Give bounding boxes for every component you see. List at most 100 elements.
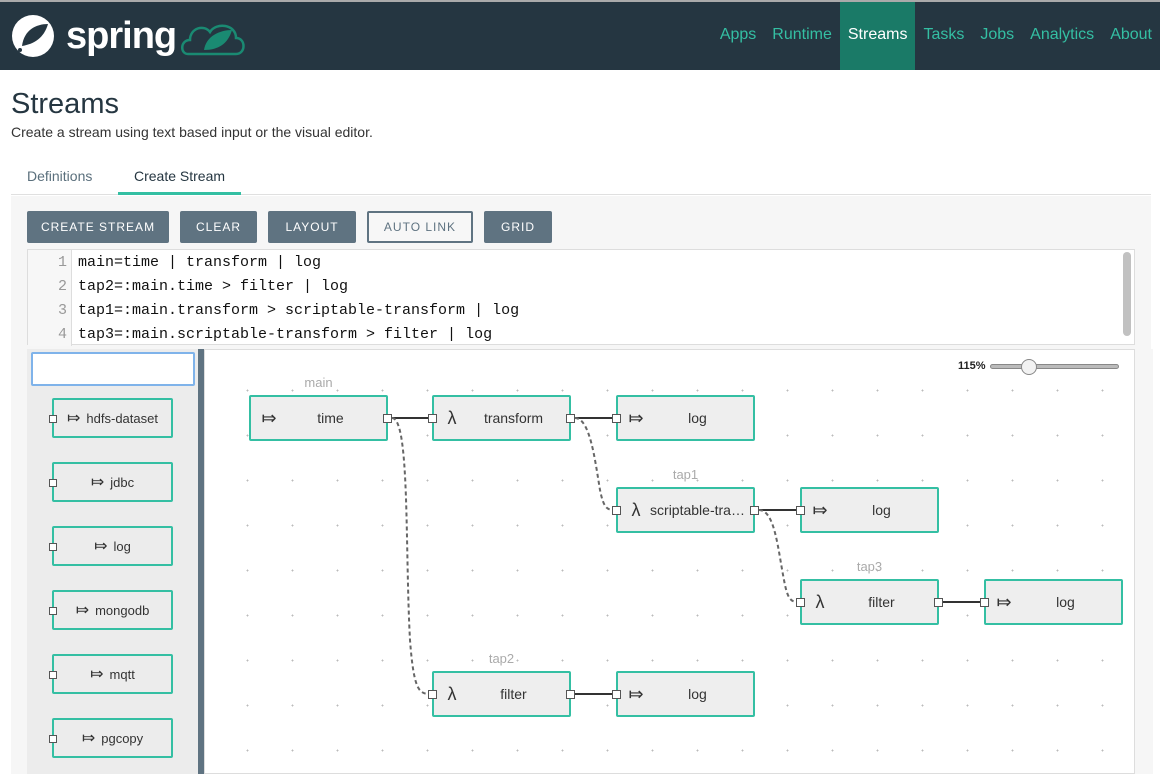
auto-link-button[interactable]: AUTO LINK bbox=[367, 211, 473, 243]
line-number: 2 bbox=[28, 274, 72, 298]
input-port[interactable] bbox=[612, 690, 621, 699]
node-label: time bbox=[317, 410, 344, 426]
palette-item-label: mongodb bbox=[95, 602, 150, 618]
create-stream-button[interactable]: CREATE STREAM bbox=[27, 211, 169, 243]
sink-icon: ⤇ bbox=[75, 602, 90, 619]
page-subtitle: Create a stream using text based input o… bbox=[11, 124, 373, 140]
nav-streams[interactable]: Streams bbox=[839, 2, 916, 70]
grid-button[interactable]: GRID bbox=[484, 211, 552, 243]
palette-item-label: log bbox=[113, 538, 131, 554]
node-log2[interactable]: ⤇ log bbox=[796, 487, 939, 533]
nav-apps[interactable]: Apps bbox=[719, 26, 757, 43]
port bbox=[49, 479, 57, 487]
page-title: Streams bbox=[11, 88, 119, 120]
palette-search-input[interactable] bbox=[31, 352, 195, 386]
sink-icon: ⤇ bbox=[94, 538, 108, 555]
node-log3[interactable]: ⤇ log bbox=[980, 579, 1123, 625]
sink-icon: ⤇ bbox=[996, 591, 1012, 612]
tab-definitions[interactable]: Definitions bbox=[27, 168, 93, 184]
line-number: 4 bbox=[28, 322, 72, 346]
line-number: 3 bbox=[28, 298, 72, 322]
code-line[interactable]: tap2=:main.time > filter | log bbox=[78, 278, 349, 295]
tab-create-stream[interactable]: Create Stream bbox=[118, 168, 242, 195]
node-label: scriptable-tra… bbox=[650, 502, 745, 518]
spring-leaf-icon bbox=[12, 15, 54, 57]
input-port[interactable] bbox=[980, 598, 989, 607]
output-port[interactable] bbox=[383, 414, 392, 423]
cloud-dataflow-icon bbox=[181, 24, 245, 56]
palette-item-label: jdbc bbox=[110, 474, 135, 490]
output-port[interactable] bbox=[750, 506, 759, 515]
port bbox=[49, 671, 57, 679]
node-scriptable[interactable]: λ scriptable-tra… bbox=[612, 487, 759, 533]
sink-icon: ⤇ bbox=[628, 683, 644, 704]
node-label: filter bbox=[868, 594, 895, 610]
palette-item-pgcopy[interactable]: ⤇pgcopy bbox=[49, 718, 173, 758]
zoom-label: 115% bbox=[958, 360, 986, 372]
line-number: 1 bbox=[28, 250, 72, 274]
port bbox=[49, 735, 57, 743]
stream-name-label: tap2 bbox=[488, 651, 515, 666]
lambda-icon: λ bbox=[447, 407, 457, 428]
code-line[interactable]: tap1=:main.transform > scriptable-transf… bbox=[78, 302, 520, 319]
palette-item-mongodb[interactable]: ⤇ mongodb bbox=[49, 590, 173, 630]
port bbox=[49, 543, 57, 551]
top-nav: spring Apps Runtime Streams Tasks Jobs A… bbox=[0, 0, 1160, 70]
palette-item-log[interactable]: ⤇ log bbox=[49, 526, 173, 566]
input-port[interactable] bbox=[612, 506, 621, 515]
input-port[interactable] bbox=[796, 506, 805, 515]
nav-tasks[interactable]: Tasks bbox=[923, 26, 965, 43]
port bbox=[49, 607, 57, 615]
input-port[interactable] bbox=[428, 414, 437, 423]
palette-item-hdfs-dataset[interactable]: ⤇ hdfs-dataset bbox=[49, 398, 173, 438]
layout-button[interactable]: LAYOUT bbox=[268, 211, 356, 243]
palette-item-label: hdfs-dataset bbox=[86, 410, 158, 426]
output-port[interactable] bbox=[566, 690, 575, 699]
sink-icon: ⤇ bbox=[812, 499, 828, 520]
editor-scrollbar[interactable] bbox=[1123, 252, 1131, 336]
node-log1[interactable]: ⤇log bbox=[612, 395, 755, 441]
output-port[interactable] bbox=[566, 414, 575, 423]
nav-analytics[interactable]: Analytics bbox=[1030, 26, 1095, 43]
nav-jobs[interactable]: Jobs bbox=[980, 26, 1015, 43]
stream-name-label: main bbox=[304, 375, 333, 390]
input-port[interactable] bbox=[796, 598, 805, 607]
node-label: log bbox=[872, 502, 891, 518]
palette-splitter[interactable] bbox=[198, 349, 204, 774]
zoom-slider-handle[interactable] bbox=[1021, 359, 1037, 375]
output-port[interactable] bbox=[934, 598, 943, 607]
sink-icon: ⤇ bbox=[90, 666, 104, 683]
stream-dsl-editor[interactable]: 1 main=time | transform | log 2 tap2=:main… bbox=[27, 249, 1135, 346]
input-port[interactable] bbox=[612, 414, 621, 423]
node-filter3[interactable]: λ filter bbox=[796, 579, 943, 625]
code-line[interactable]: main=time | transform | log bbox=[78, 254, 322, 271]
input-port[interactable] bbox=[428, 690, 437, 699]
spring-logo[interactable]: spring bbox=[10, 12, 246, 60]
node-label: log bbox=[1056, 594, 1075, 610]
palette-item-label: pgcopy bbox=[101, 730, 144, 746]
node-label: transform bbox=[483, 410, 544, 426]
clear-button[interactable]: CLEAR bbox=[180, 211, 257, 243]
node-time[interactable]: ⤇time bbox=[249, 395, 392, 441]
port bbox=[49, 415, 57, 423]
sink-icon: ⤇ bbox=[67, 410, 81, 427]
lambda-icon: λ bbox=[631, 499, 641, 520]
lambda-icon: λ bbox=[815, 591, 825, 612]
code-line[interactable]: tap3=:main.scriptable-transform > filter… bbox=[78, 326, 493, 343]
brand-name: spring bbox=[66, 14, 177, 57]
node-log4[interactable]: ⤇log bbox=[612, 671, 755, 717]
palette-item-label: mqtt bbox=[109, 666, 135, 682]
stream-name-label: tap3 bbox=[856, 559, 883, 574]
tabs: Definitions Create Stream bbox=[11, 160, 1151, 195]
lambda-icon: λ bbox=[447, 683, 457, 704]
node-transform[interactable]: λ transform bbox=[428, 395, 575, 441]
nav-about[interactable]: About bbox=[1110, 26, 1152, 43]
node-filter2[interactable]: λ filter bbox=[428, 671, 575, 717]
page-scroll-area bbox=[1139, 349, 1153, 774]
zoom-slider[interactable] bbox=[990, 364, 1119, 369]
node-label: filter bbox=[500, 686, 527, 702]
palette-item-jdbc[interactable]: ⤇jdbc bbox=[49, 462, 173, 502]
stream-name-label: tap1 bbox=[672, 467, 699, 482]
palette-item-mqtt[interactable]: ⤇ mqtt bbox=[49, 654, 173, 694]
nav-runtime[interactable]: Runtime bbox=[772, 26, 832, 43]
